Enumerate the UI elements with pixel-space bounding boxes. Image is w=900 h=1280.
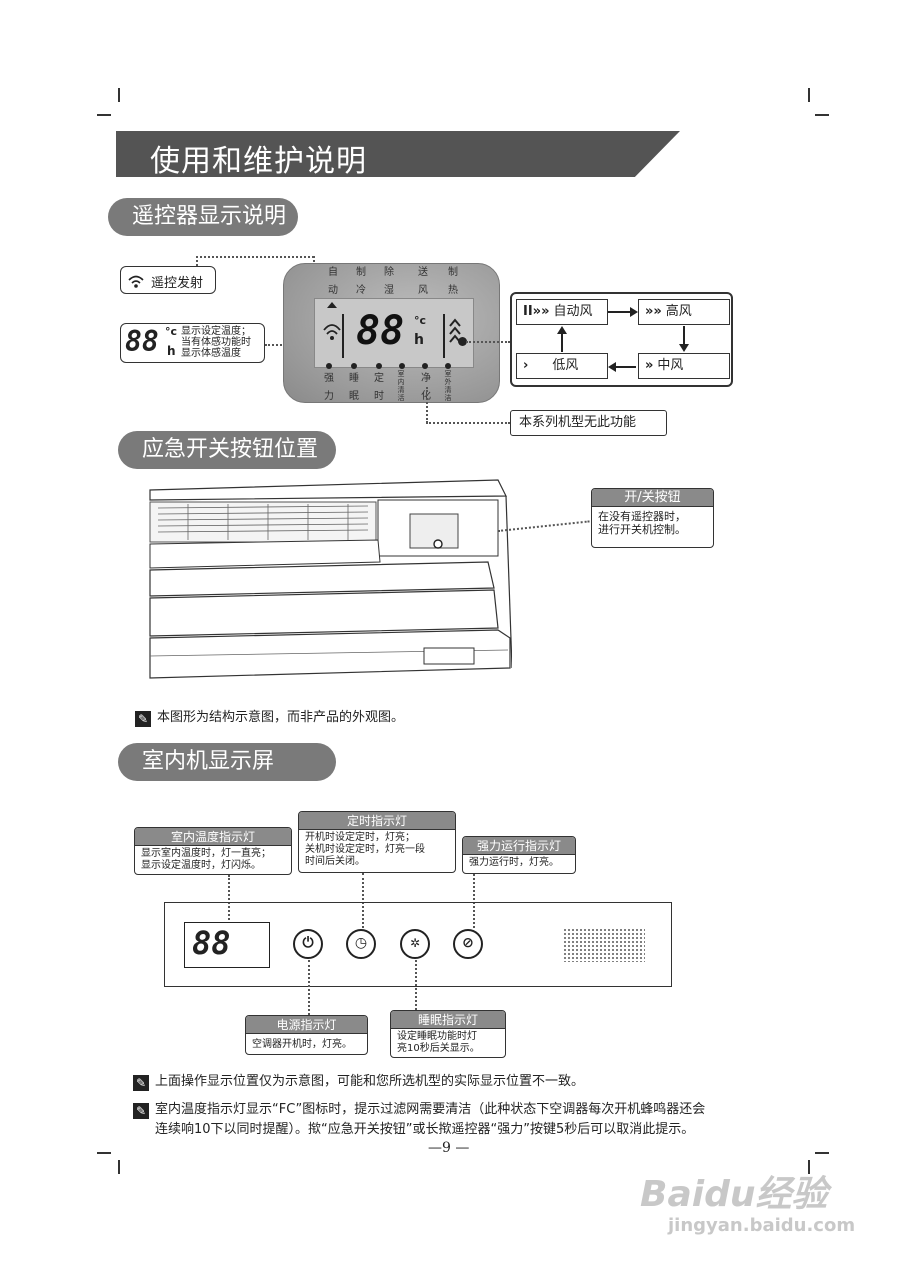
section-title-indoor: 室内机显示屏 bbox=[118, 743, 336, 781]
timer-light-title: 定时指示灯 bbox=[299, 812, 455, 830]
pen-icon: ✎ bbox=[133, 1075, 149, 1091]
crop-mark bbox=[118, 88, 120, 102]
indoor-digit-window bbox=[184, 922, 270, 968]
fan-arrows bbox=[557, 307, 689, 372]
watermark-url: jingyan.baidu.com bbox=[668, 1215, 856, 1236]
sleep-light-icon: ✲ bbox=[400, 929, 430, 959]
power-light-callout: 电源指示灯 空调器开机时，灯亮。 bbox=[245, 1015, 368, 1055]
signal-icon bbox=[128, 275, 144, 288]
timer-light-callout: 定时指示灯 开机时设定定时，灯亮；关机时设定定时，灯亮一段时间后关闭。 bbox=[298, 811, 456, 873]
indoor-digits: 88 bbox=[192, 924, 231, 962]
fan-mid: »中风 bbox=[638, 353, 730, 379]
crop-mark bbox=[815, 114, 829, 116]
title-banner bbox=[116, 131, 680, 177]
lcd-dot-row bbox=[325, 355, 465, 374]
indoor-note-2: ✎室内温度指示灯显示“FC”图标时，提示过滤网需要清洁（此种状态下空调器每次开机… bbox=[133, 1098, 705, 1119]
temp-light-title: 室内温度指示灯 bbox=[135, 828, 291, 846]
leader-line bbox=[308, 960, 310, 1015]
crop-mark bbox=[808, 88, 810, 102]
fan-auto-icon: II»» bbox=[523, 304, 550, 319]
fan-low: ›低风 bbox=[516, 353, 608, 379]
signal-label-box: 遥控发射 bbox=[120, 266, 216, 294]
section-title-emergency: 应急开关按钮位置 bbox=[118, 431, 336, 469]
indoor-note-2-cont: 连续响10下以同时提醒）。揿“应急开关按钮”或长揿遥控器“强力”按键5秒后可以取… bbox=[155, 1122, 695, 1137]
fan-mid-icon: » bbox=[645, 358, 654, 373]
strong-light-callout: 强力运行指示灯 强力运行时，灯亮。 bbox=[462, 836, 576, 874]
leader-line bbox=[196, 256, 198, 266]
no-function-note: 本系列机型无此功能 bbox=[510, 410, 667, 436]
indoor-note-1: ✎上面操作显示位置仅为示意图，可能和您所选机型的实际显示位置不一致。 bbox=[133, 1070, 584, 1091]
leader-line bbox=[426, 387, 428, 423]
temp-display-desc-box: 88 °c h 显示设定温度； 当有体感功能时 显示体感温度 bbox=[120, 323, 265, 363]
leader-line bbox=[362, 873, 364, 928]
leader-line bbox=[196, 256, 314, 258]
fan-mode-diagram bbox=[510, 292, 733, 387]
power-light-icon: ⏻ bbox=[293, 929, 323, 959]
signal-label: 遥控发射 bbox=[151, 276, 204, 291]
sleep-light-title: 睡眠指示灯 bbox=[391, 1011, 505, 1029]
crop-mark bbox=[97, 1152, 111, 1154]
pen-icon: ✎ bbox=[133, 1103, 149, 1119]
fan-low-icon: › bbox=[523, 358, 529, 373]
fan-high: »»高风 bbox=[638, 299, 730, 325]
crop-mark bbox=[118, 1160, 120, 1174]
onoff-callout-title: 开/关按钮 bbox=[592, 489, 713, 507]
onoff-callout-text: 在没有遥控器时， bbox=[598, 510, 686, 523]
crop-mark bbox=[815, 1152, 829, 1154]
remote-lcd bbox=[314, 298, 474, 368]
mode-labels: 自动 制冷 除湿 送风 制热 bbox=[328, 267, 458, 296]
lcd-digits: 88 bbox=[356, 308, 405, 354]
temp-desc-line: 当有体感功能时 bbox=[181, 337, 251, 348]
leader-line bbox=[228, 875, 230, 920]
strong-light-title: 强力运行指示灯 bbox=[463, 837, 575, 855]
onoff-callout-text: 进行开关机控制。 bbox=[598, 523, 686, 536]
temp-light-callout: 室内温度指示灯 显示室内温度时，灯一直亮；显示设定温度时，灯闪烁。 bbox=[134, 827, 292, 875]
temp-desc-line: 显示体感温度 bbox=[181, 348, 241, 359]
leader-line bbox=[473, 874, 475, 928]
fan-auto: II»»自动风 bbox=[516, 299, 608, 325]
indoor-display-panel bbox=[164, 902, 672, 987]
unit-hour: h bbox=[167, 344, 176, 358]
section-title-remote: 遥控器显示说明 bbox=[108, 198, 298, 236]
page-title: 使用和维护说明 bbox=[150, 144, 367, 179]
indoor-unit-drawing bbox=[149, 479, 512, 679]
strong-light-icon: ⊘ bbox=[453, 929, 483, 959]
speaker-grille bbox=[563, 928, 645, 962]
emergency-note: ✎本图形为结构示意图，而非产品的外观图。 bbox=[135, 706, 404, 727]
temp-digits: 88 bbox=[125, 325, 159, 358]
onoff-button-callout: 开/关按钮 在没有遥控器时， 进行开关机控制。 bbox=[591, 488, 714, 548]
watermark-logo: Baidu经验 bbox=[640, 1174, 828, 1215]
crop-mark bbox=[97, 114, 111, 116]
leader-line bbox=[466, 341, 510, 343]
lcd-contents bbox=[323, 302, 461, 358]
crop-mark bbox=[808, 1160, 810, 1174]
sleep-light-callout: 睡眠指示灯 设定睡眠功能时灯亮10秒后关显示。 bbox=[390, 1010, 506, 1058]
function-labels: 强力 睡眠 定时 室内清活 净化 室外清洁 bbox=[324, 370, 452, 402]
fan-high-icon: »» bbox=[645, 304, 662, 319]
leader-line bbox=[415, 960, 417, 1010]
lcd-unit-c: °c bbox=[414, 314, 427, 327]
timer-light-icon: ◷ bbox=[346, 929, 376, 959]
page-number: —9 — bbox=[428, 1140, 470, 1156]
pen-icon: ✎ bbox=[135, 711, 151, 727]
leader-dot bbox=[458, 337, 467, 346]
power-light-title: 电源指示灯 bbox=[246, 1016, 367, 1034]
unit-celsius: °c bbox=[165, 325, 178, 338]
leader-line bbox=[426, 422, 510, 424]
lcd-unit-h: h bbox=[414, 332, 424, 348]
temp-desc-line: 显示设定温度； bbox=[181, 326, 251, 337]
